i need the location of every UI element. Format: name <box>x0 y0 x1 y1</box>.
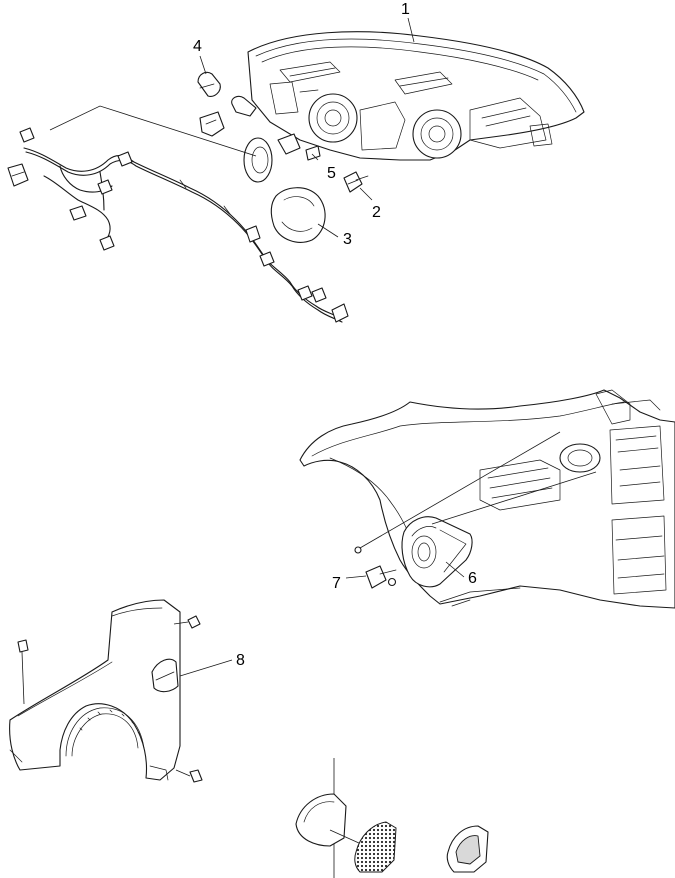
wiring-harness <box>7 127 349 323</box>
leader-8 <box>179 659 233 677</box>
lamp-access-cover <box>243 137 326 243</box>
callout-6: 6 <box>468 570 477 587</box>
front-bumper-fascia <box>299 389 675 609</box>
callout-8: 8 <box>236 652 245 669</box>
bulb-group <box>197 71 321 161</box>
callout-7: 7 <box>332 575 341 592</box>
callout-2: 2 <box>372 204 381 221</box>
front-fender <box>9 599 181 781</box>
fog-lamp-socket <box>354 546 397 589</box>
headlamp-assembly <box>247 31 585 161</box>
callout-3: 3 <box>343 231 352 248</box>
callout-1: 1 <box>401 1 410 18</box>
leader-lines-mid <box>345 431 597 579</box>
bulb-socket <box>343 171 369 193</box>
callout-5: 5 <box>327 165 336 182</box>
callout-4: 4 <box>193 38 202 55</box>
side-marker-lamp <box>295 758 489 878</box>
fender-screws <box>17 615 203 783</box>
leader-lines-top <box>49 17 415 238</box>
